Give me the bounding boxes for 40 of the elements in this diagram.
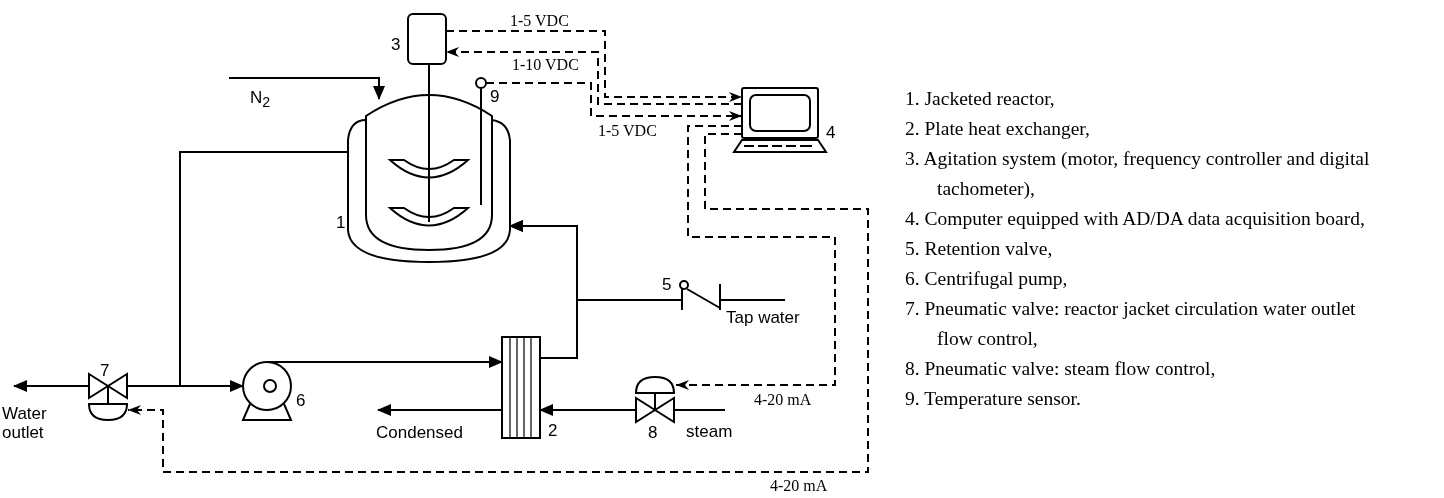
parts-list-item: 6. Centrifugal pump, — [905, 267, 1069, 291]
callout-number: 6 — [296, 392, 306, 410]
parts-list-item: 2. Plate heat exchanger, — [905, 117, 1091, 141]
stream-label: N$_{2}$ — [250, 88, 271, 113]
parts-list-item: 8. Pneumatic valve: steam flow control, — [905, 357, 1217, 381]
pipe-arrow — [539, 404, 637, 416]
parts-list-item: 1. Jacketed reactor, — [905, 87, 1056, 111]
stream-label: steam — [686, 422, 733, 441]
callout-number: 4 — [826, 124, 836, 142]
stream-label: Condensed — [376, 423, 463, 442]
edge-label: 4-20 mA — [752, 391, 814, 408]
pipe-arrow — [228, 77, 385, 100]
callout-number: 8 — [648, 424, 658, 442]
pipe-line — [719, 299, 786, 301]
callout-number: 3 — [391, 36, 401, 54]
signal-arrow — [485, 82, 743, 121]
callout-number: 2 — [548, 422, 558, 440]
pipe-arrow — [13, 380, 90, 392]
edge-label: 1-10 VDC — [510, 56, 581, 73]
signal-arrow — [445, 30, 743, 102]
signal-arrow — [675, 125, 836, 390]
parts-list-item: 7. Pneumatic valve: reactor jacket circulation water outlet flow control, — [905, 297, 1357, 351]
pipe-arrow — [509, 220, 683, 301]
stream-label: Water outlet — [2, 404, 48, 442]
stream-label: Tap water — [726, 308, 800, 327]
pipe-line — [673, 409, 726, 411]
signal-arrow — [445, 47, 743, 105]
callout-number: 1 — [336, 214, 346, 232]
signal-arrow — [127, 133, 869, 473]
pipe-arrow — [377, 404, 503, 416]
callout-number: 5 — [662, 276, 672, 294]
parts-list-item: 3. Agitation system (motor, frequency controller and digital tachometer), — [905, 147, 1371, 201]
callout-number: 9 — [490, 88, 500, 106]
edge-label: 4-20 mA — [768, 477, 830, 494]
parts-list-item: 5. Retention valve, — [905, 237, 1054, 261]
parts-list-item: 4. Computer equipped with AD/DA data acquisition board, — [905, 207, 1366, 231]
edge-label: 1-5 VDC — [508, 12, 571, 29]
callout-number: 7 — [100, 362, 110, 380]
parts-list-item: 9. Temperature sensor. — [905, 387, 1082, 411]
edge-label: 1-5 VDC — [596, 122, 659, 139]
